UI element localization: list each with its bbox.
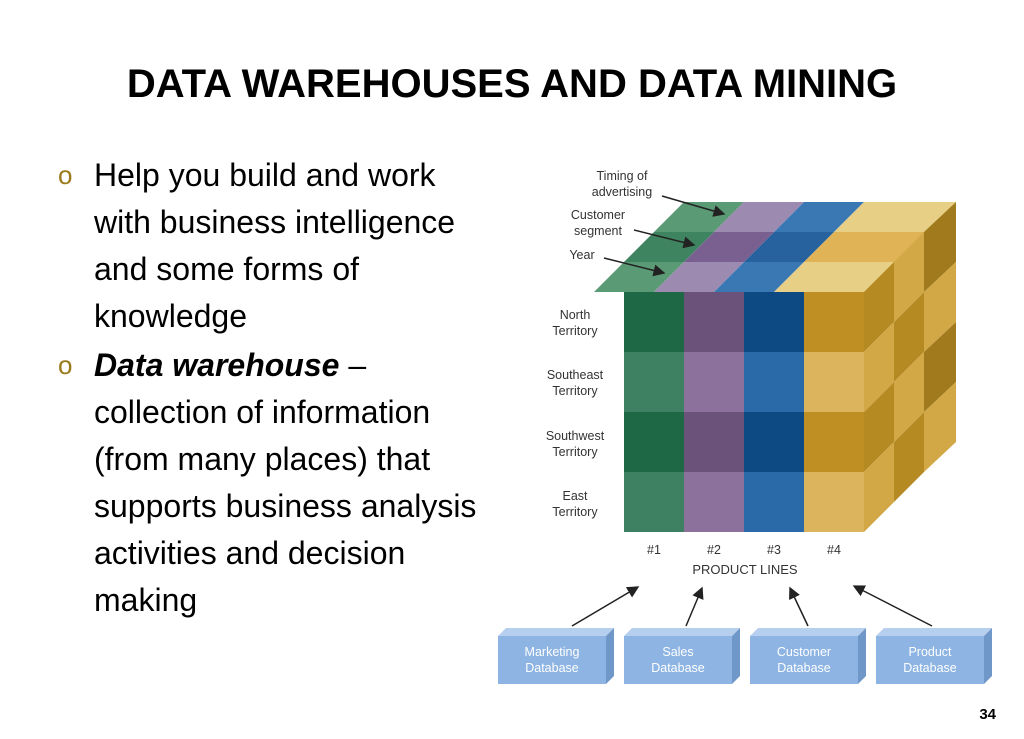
southwest-label-line2: Territory <box>552 445 598 459</box>
bullet-text: Help you build and work with business in… <box>94 157 456 334</box>
product-lines-label: PRODUCT LINES <box>692 562 798 577</box>
product-arrow <box>852 585 933 627</box>
sales-db-line2: Database <box>651 661 705 675</box>
customer-arrow <box>789 586 809 627</box>
segment-arrow <box>633 229 696 249</box>
southwest-label-line1: Southwest <box>546 429 605 443</box>
year-label: Year <box>569 248 594 262</box>
segment-label-line1: Customer <box>571 208 625 222</box>
product-db-line1: Product <box>908 645 952 659</box>
marketing-db-line2: Database <box>525 661 579 675</box>
product-database-box <box>876 628 992 684</box>
marketing-db-line1: Marketing <box>525 645 580 659</box>
east-label-line2: Territory <box>552 505 598 519</box>
marketing-database-box <box>498 628 614 684</box>
sales-db-line1: Sales <box>662 645 693 659</box>
column-label-2: #2 <box>707 543 721 557</box>
bullet-term: Data warehouse <box>94 347 340 383</box>
southeast-label-line2: Territory <box>552 384 598 398</box>
segment-label-line2: segment <box>574 224 622 238</box>
sales-arrow <box>685 586 704 627</box>
north-label-line1: North <box>560 308 591 322</box>
year-arrow <box>603 257 666 277</box>
bullet-list: o Help you build and work with business … <box>58 152 488 626</box>
southeast-label-line1: Southeast <box>547 368 604 382</box>
customer-db-line2: Database <box>777 661 831 675</box>
slide-title: DATA WAREHOUSES AND DATA MINING <box>126 62 898 106</box>
slide-number: 34 <box>979 706 996 723</box>
column-label-3: #3 <box>767 543 781 557</box>
east-label-line1: East <box>562 489 588 503</box>
column-label-4: #4 <box>827 543 841 557</box>
product-db-line2: Database <box>903 661 957 675</box>
sales-database-box <box>624 628 740 684</box>
marketing-arrow <box>571 586 640 627</box>
timing-label-line2: advertising <box>592 185 652 199</box>
bullet-text: Data warehouse – collection of informati… <box>94 342 488 624</box>
column-label-1: #1 <box>647 543 661 557</box>
bullet-definition: – collection of information (from many p… <box>94 347 477 618</box>
bullet-item: o Help you build and work with business … <box>58 152 488 340</box>
north-label-line2: Territory <box>552 324 598 338</box>
bullet-item: o Data warehouse – collection of informa… <box>58 342 488 624</box>
timing-arrow <box>661 195 726 217</box>
customer-db-line1: Customer <box>777 645 831 659</box>
bullet-marker: o <box>58 160 73 190</box>
timing-label-line1: Timing of <box>597 169 648 183</box>
cube-side-face <box>864 202 956 532</box>
cube-front-face <box>624 292 864 532</box>
customer-database-box <box>750 628 866 684</box>
bullet-marker: o <box>58 350 73 380</box>
